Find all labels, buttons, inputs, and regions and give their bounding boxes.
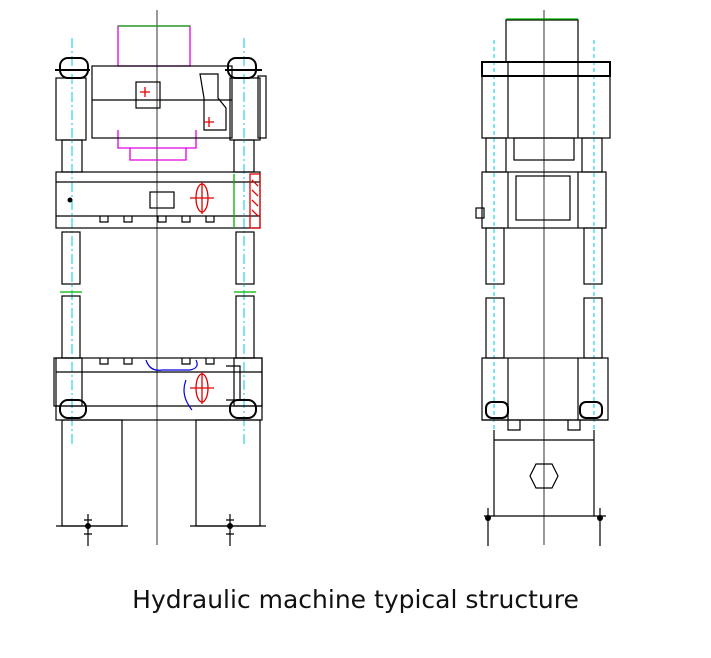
side-cylinder	[505, 18, 579, 63]
front-left-column	[53, 38, 90, 445]
side-view	[475, 10, 611, 546]
front-base-legs	[56, 419, 266, 546]
side-base	[484, 430, 606, 546]
front-top-beam	[91, 65, 233, 139]
front-bed	[55, 357, 263, 421]
side-slide	[475, 171, 607, 229]
front-slide	[55, 171, 261, 229]
front-right-column	[225, 38, 267, 445]
side-top-beam	[481, 61, 611, 173]
side-bed	[481, 357, 609, 431]
front-view	[53, 10, 267, 546]
figure-caption: Hydraulic machine typical structure	[132, 585, 579, 614]
